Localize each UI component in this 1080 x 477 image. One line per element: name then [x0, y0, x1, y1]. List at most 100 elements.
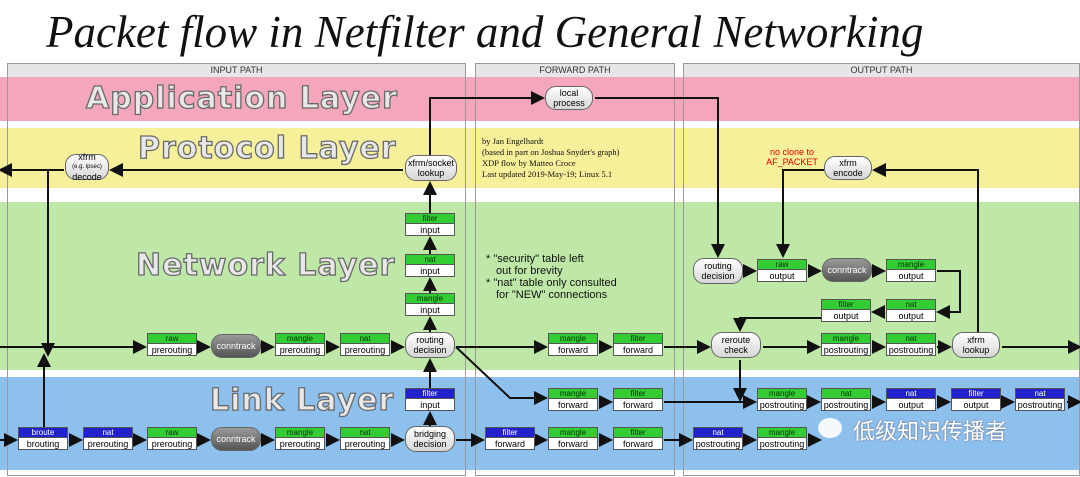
flow-arrow	[733, 317, 821, 332]
forward-path-header: FORWARD PATH	[476, 64, 674, 77]
page-title: Packet flow in Netfilter and General Net…	[46, 7, 924, 57]
node-label: conntrack	[216, 341, 256, 351]
node-label: encode	[833, 168, 863, 178]
table-name: raw	[148, 428, 196, 437]
credit-line: (based in part on Joshua Snyder's graph)	[482, 147, 620, 157]
protocol-layer-band	[0, 128, 1080, 188]
flow-arrow	[776, 169, 824, 258]
flow-arrow	[872, 163, 979, 332]
input-path-header: INPUT PATH	[8, 64, 465, 77]
node-label: local	[559, 88, 579, 98]
node-label: xfrm	[967, 335, 985, 345]
table-name: nat	[694, 428, 742, 437]
chain-name: prerouting	[276, 437, 324, 450]
chain-name: output	[887, 309, 935, 322]
table-name: filter	[822, 300, 870, 309]
node-label: (e.g. ipsec)	[72, 164, 102, 170]
table-name: filter	[406, 389, 454, 398]
node-xfrm-decode: xfrm(e.g. ipsec)decode	[65, 152, 109, 182]
application-layer-label: Application Layer	[85, 80, 398, 116]
credit-line: Last updated 2019-May-19; Linux 5.1	[482, 169, 613, 179]
table-name: mangle	[549, 428, 597, 437]
node-label: process	[553, 98, 585, 108]
note-line: out for brevity	[496, 265, 563, 277]
credit-line: XDP flow by Matteo Croce	[482, 158, 576, 168]
chain-name: postrouting	[758, 398, 806, 410]
chain-name: postrouting	[822, 343, 870, 355]
table-name: mangle	[758, 428, 806, 437]
no-clone-note: no clone to AF_PACKET	[760, 147, 824, 167]
chain-name: forward	[549, 343, 597, 356]
table-name: nat	[887, 334, 935, 343]
chain-name: brouting	[19, 437, 67, 450]
credits: by Jan Engelhardt (based in part on Josh…	[482, 136, 620, 180]
chain-name: forward	[614, 398, 662, 411]
node-conntrack-link: conntrack	[211, 427, 261, 451]
node-label: lookup	[962, 345, 990, 355]
chain-name: output	[887, 398, 935, 411]
red-note-line: AF_PACKET	[766, 157, 818, 167]
chain-name: output	[952, 398, 1000, 411]
node-label: reroute	[721, 335, 751, 345]
chain-name: prerouting	[148, 437, 196, 450]
table-name: nat	[1016, 389, 1064, 398]
table-name: nat	[887, 300, 935, 309]
node-label: xfrm/socket	[407, 158, 454, 168]
chain-name: input	[406, 223, 454, 236]
chain-name: postrouting	[758, 437, 806, 449]
table-name: mangle	[406, 294, 454, 303]
chain-name: forward	[486, 437, 534, 450]
table-name: mangle	[276, 428, 324, 437]
table-name: mangle	[549, 389, 597, 398]
chain-name: prerouting	[341, 343, 389, 356]
flow-arrow	[455, 346, 548, 405]
table-name: nat	[341, 428, 389, 437]
table-name: mangle	[276, 334, 324, 343]
chain-name: prerouting	[341, 437, 389, 450]
link-layer-label: Link Layer	[209, 382, 395, 418]
chain-name: input	[406, 303, 454, 316]
credit-line: by Jan Engelhardt	[482, 136, 544, 146]
note-line: * "security" table left	[486, 253, 584, 265]
chain-name: forward	[614, 343, 662, 356]
node-label: decision	[701, 271, 735, 281]
chain-name: output	[887, 269, 935, 282]
watermark: 低级知识传播者	[853, 419, 1008, 444]
table-name: nat	[887, 389, 935, 398]
table-name: nat	[406, 255, 454, 264]
table-name: mangle	[887, 260, 935, 269]
table-name: nat	[84, 428, 132, 437]
node-label: check	[724, 345, 748, 355]
chain-name: input	[406, 264, 454, 277]
node-label: decode	[72, 172, 102, 182]
table-name: raw	[148, 334, 196, 343]
